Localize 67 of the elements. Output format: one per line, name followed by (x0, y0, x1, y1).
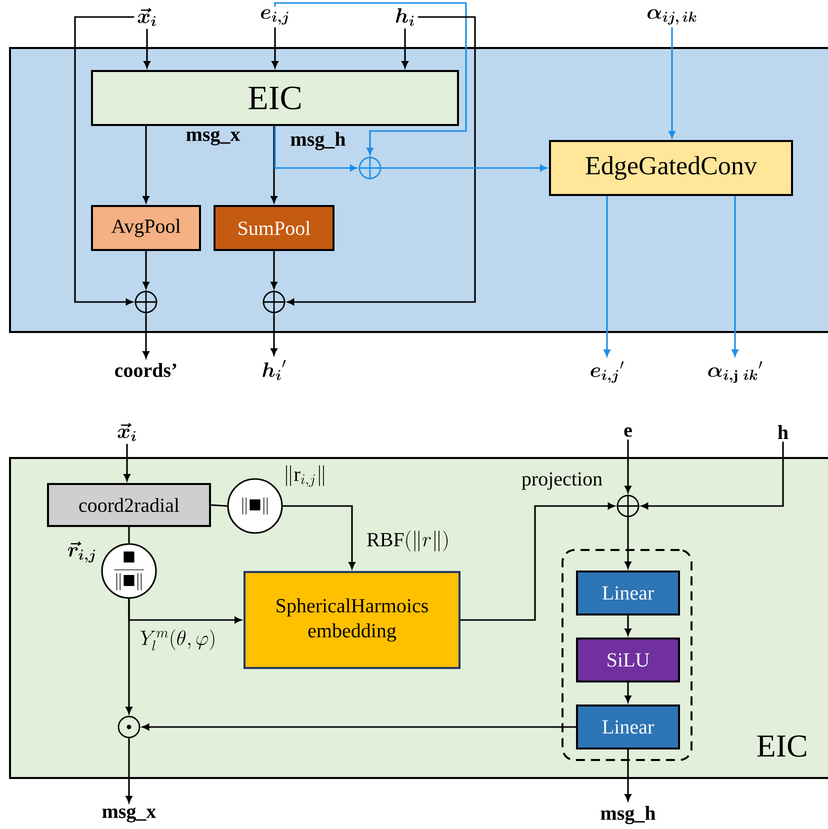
edge-label: $\mathrm{RBF}(\|r\|)$ (367, 530, 448, 552)
arrow (124, 444, 130, 481)
plus-circle (358, 156, 382, 180)
input-label: e (624, 427, 632, 437)
arrow (142, 251, 150, 289)
input-label: $\boldsymbol{h_i}$ (396, 8, 414, 26)
arrow (272, 27, 278, 68)
arrow (624, 616, 632, 636)
plus-circle (134, 290, 158, 314)
arrow (142, 724, 576, 730)
arrow (604, 196, 610, 356)
arrow (287, 16, 476, 306)
edge-label: msg_x (186, 130, 240, 146)
dashed-group-box (562, 549, 692, 761)
input-label: $\boldsymbol{e_{i,j}}$ (260, 9, 288, 25)
arrow (126, 738, 132, 803)
output-label: coords’ (115, 362, 176, 378)
output-label: $\boldsymbol{h_i}'$ (262, 360, 286, 380)
arrow (274, 126, 357, 172)
panel-title: EIC (757, 735, 806, 757)
output-label: msg_x (102, 808, 156, 822)
arrow (624, 682, 632, 702)
output-label: msg_h (600, 806, 656, 824)
arrow (381, 164, 547, 172)
input-label: $\boldsymbol{\vec{x}_i}$ (118, 422, 136, 442)
arrow (274, 2, 467, 155)
process-box: EdgeGatedConv (549, 140, 793, 196)
dot-circle (118, 716, 140, 738)
input-label: $\boldsymbol{\vec{x}_i}$ (138, 8, 156, 26)
edge-label: msg_h (290, 132, 346, 150)
input-label: $\boldsymbol{\alpha_{ij,\,ik}}$ (647, 9, 696, 25)
process-box: SumPool (214, 205, 334, 251)
arrow (668, 27, 676, 138)
plus-circle (616, 494, 640, 518)
arrow (270, 251, 278, 289)
process-box: Linear (576, 704, 680, 750)
node-label: $\|\mathrm{r}_{i,j}\|$ (286, 465, 324, 487)
arrow (460, 502, 615, 621)
arrow (270, 126, 278, 203)
process-box: SiLU (576, 638, 680, 682)
arrow (624, 440, 632, 493)
edge-label: projection (522, 472, 602, 490)
arrow (732, 196, 738, 356)
arrow (142, 313, 150, 358)
process-box: coord2radial (47, 483, 211, 527)
arrow (624, 750, 632, 802)
arrow (142, 126, 150, 203)
process-box: Linear (576, 570, 680, 616)
arrow (126, 598, 132, 714)
process-box: EIC (91, 70, 459, 126)
connector-line (210, 504, 228, 507)
edge-label: $Y_l^m(\theta,\varphi)$ (140, 629, 214, 651)
arrow (624, 517, 632, 568)
process-box: SphericalHarmoics embedding (244, 571, 460, 669)
arrow (74, 16, 134, 306)
process-box: AvgPool (91, 205, 201, 251)
arrow (144, 28, 150, 68)
connector-line (128, 527, 130, 544)
output-label: $\boldsymbol{e_{i,j}}'$ (590, 361, 624, 383)
output-label: $\boldsymbol{\alpha_{i,\mathrm{j}\ ik}}'$ (708, 361, 762, 383)
node-label: $\boldsymbol{\vec{r}_{i,j}}$ (68, 542, 96, 563)
arrow (282, 505, 356, 569)
arrow (641, 442, 784, 510)
arrow (270, 313, 278, 356)
plus-circle (262, 290, 286, 314)
input-label: h (778, 425, 788, 439)
arrow (402, 28, 408, 68)
